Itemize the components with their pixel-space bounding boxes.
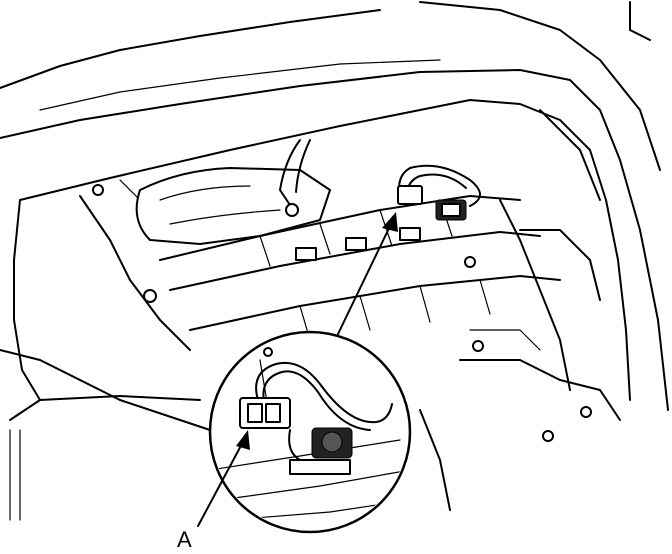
callout-a-leader	[197, 430, 250, 527]
lower-left-panel	[0, 349, 451, 521]
leader-arrow-to-connector	[337, 212, 398, 335]
detail-magnifier	[208, 330, 412, 534]
right-bracket	[459, 199, 621, 442]
air-duct	[135, 167, 331, 245]
upper-connector	[397, 164, 481, 221]
dashboard-outline	[0, 1, 669, 411]
upper-harness	[279, 139, 311, 217]
callout-label-a: A	[177, 527, 192, 552]
